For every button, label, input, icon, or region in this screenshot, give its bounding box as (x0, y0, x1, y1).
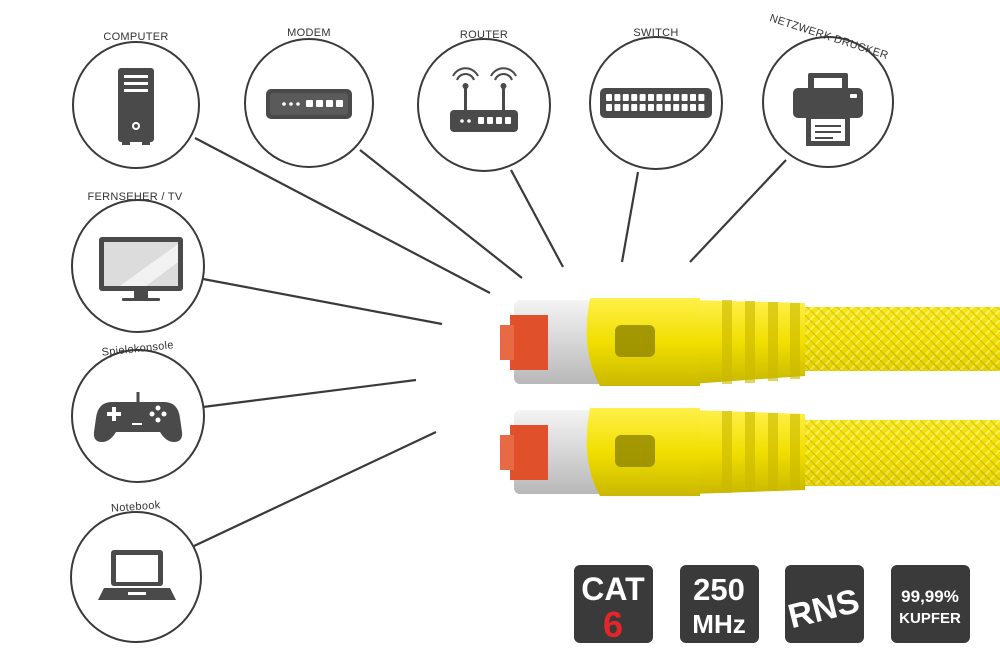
badge-250mhz: 250 MHz (680, 565, 759, 643)
switch-port (639, 94, 646, 101)
device-label-router: ROUTER (460, 29, 508, 41)
laptop-icon (98, 550, 176, 600)
switch-port (673, 104, 680, 111)
switch-port (690, 104, 696, 111)
connection-lines (193, 137, 787, 547)
switch-port (631, 94, 638, 101)
switch-port (673, 94, 680, 101)
switch-port (664, 94, 671, 101)
switch-port (606, 104, 612, 111)
badge-kupfer-line1: 99,99% (901, 587, 959, 606)
badge-freq-line2: MHz (692, 609, 745, 639)
switch-port (639, 104, 646, 111)
device-console: Spielekonsole (71, 339, 205, 483)
printer-icon (793, 73, 863, 146)
badge-rns: RNS (784, 565, 864, 643)
device-router: ROUTER (417, 29, 551, 172)
switch-port (631, 104, 638, 111)
patch-cable-upper (500, 298, 1000, 386)
gamepad-icon (93, 392, 183, 442)
switch-port (690, 94, 696, 101)
device-label-notebook: Notebook (111, 499, 161, 514)
badge-cat6: CAT 6 (574, 565, 653, 645)
badge-freq-line1: 250 (693, 572, 745, 607)
switch-port (698, 104, 705, 111)
switch-port (614, 104, 621, 111)
device-switch: SWITCH (589, 27, 723, 170)
badge-cat-line2: 6 (603, 604, 623, 645)
switch-port (656, 104, 663, 111)
network-switch-icon (600, 88, 712, 118)
device-label-modem: MODEM (287, 27, 331, 39)
patch-cable-lower (500, 408, 1000, 496)
switch-port (681, 94, 688, 101)
device-notebook: Notebook (70, 499, 202, 643)
switch-port (606, 94, 612, 101)
device-computer: COMPUTER (72, 31, 200, 169)
switch-port (614, 94, 621, 101)
device-tv: FERNSEHER / TV (71, 191, 205, 333)
router-icon (450, 67, 518, 132)
badge-cat-line1: CAT (581, 571, 645, 607)
device-printer: NETZWERK DRUCKER (762, 12, 894, 168)
badge-kupfer: 99,99% KUPFER (891, 565, 970, 643)
switch-port (698, 94, 705, 101)
switch-port (622, 104, 629, 111)
badge-kupfer-line2: KUPFER (899, 610, 961, 627)
tv-monitor-icon (99, 237, 183, 301)
switch-port (681, 104, 688, 111)
computer-tower-icon (118, 68, 154, 145)
device-modem: MODEM (244, 27, 374, 168)
modem-icon (266, 89, 352, 119)
switch-port (622, 94, 629, 101)
device-label-computer: COMPUTER (103, 31, 168, 43)
switch-port (648, 104, 654, 111)
device-label-tv: FERNSEHER / TV (87, 191, 182, 203)
switch-port (656, 94, 663, 101)
switch-port (664, 104, 671, 111)
device-label-switch: SWITCH (633, 27, 678, 39)
switch-port (648, 94, 654, 101)
